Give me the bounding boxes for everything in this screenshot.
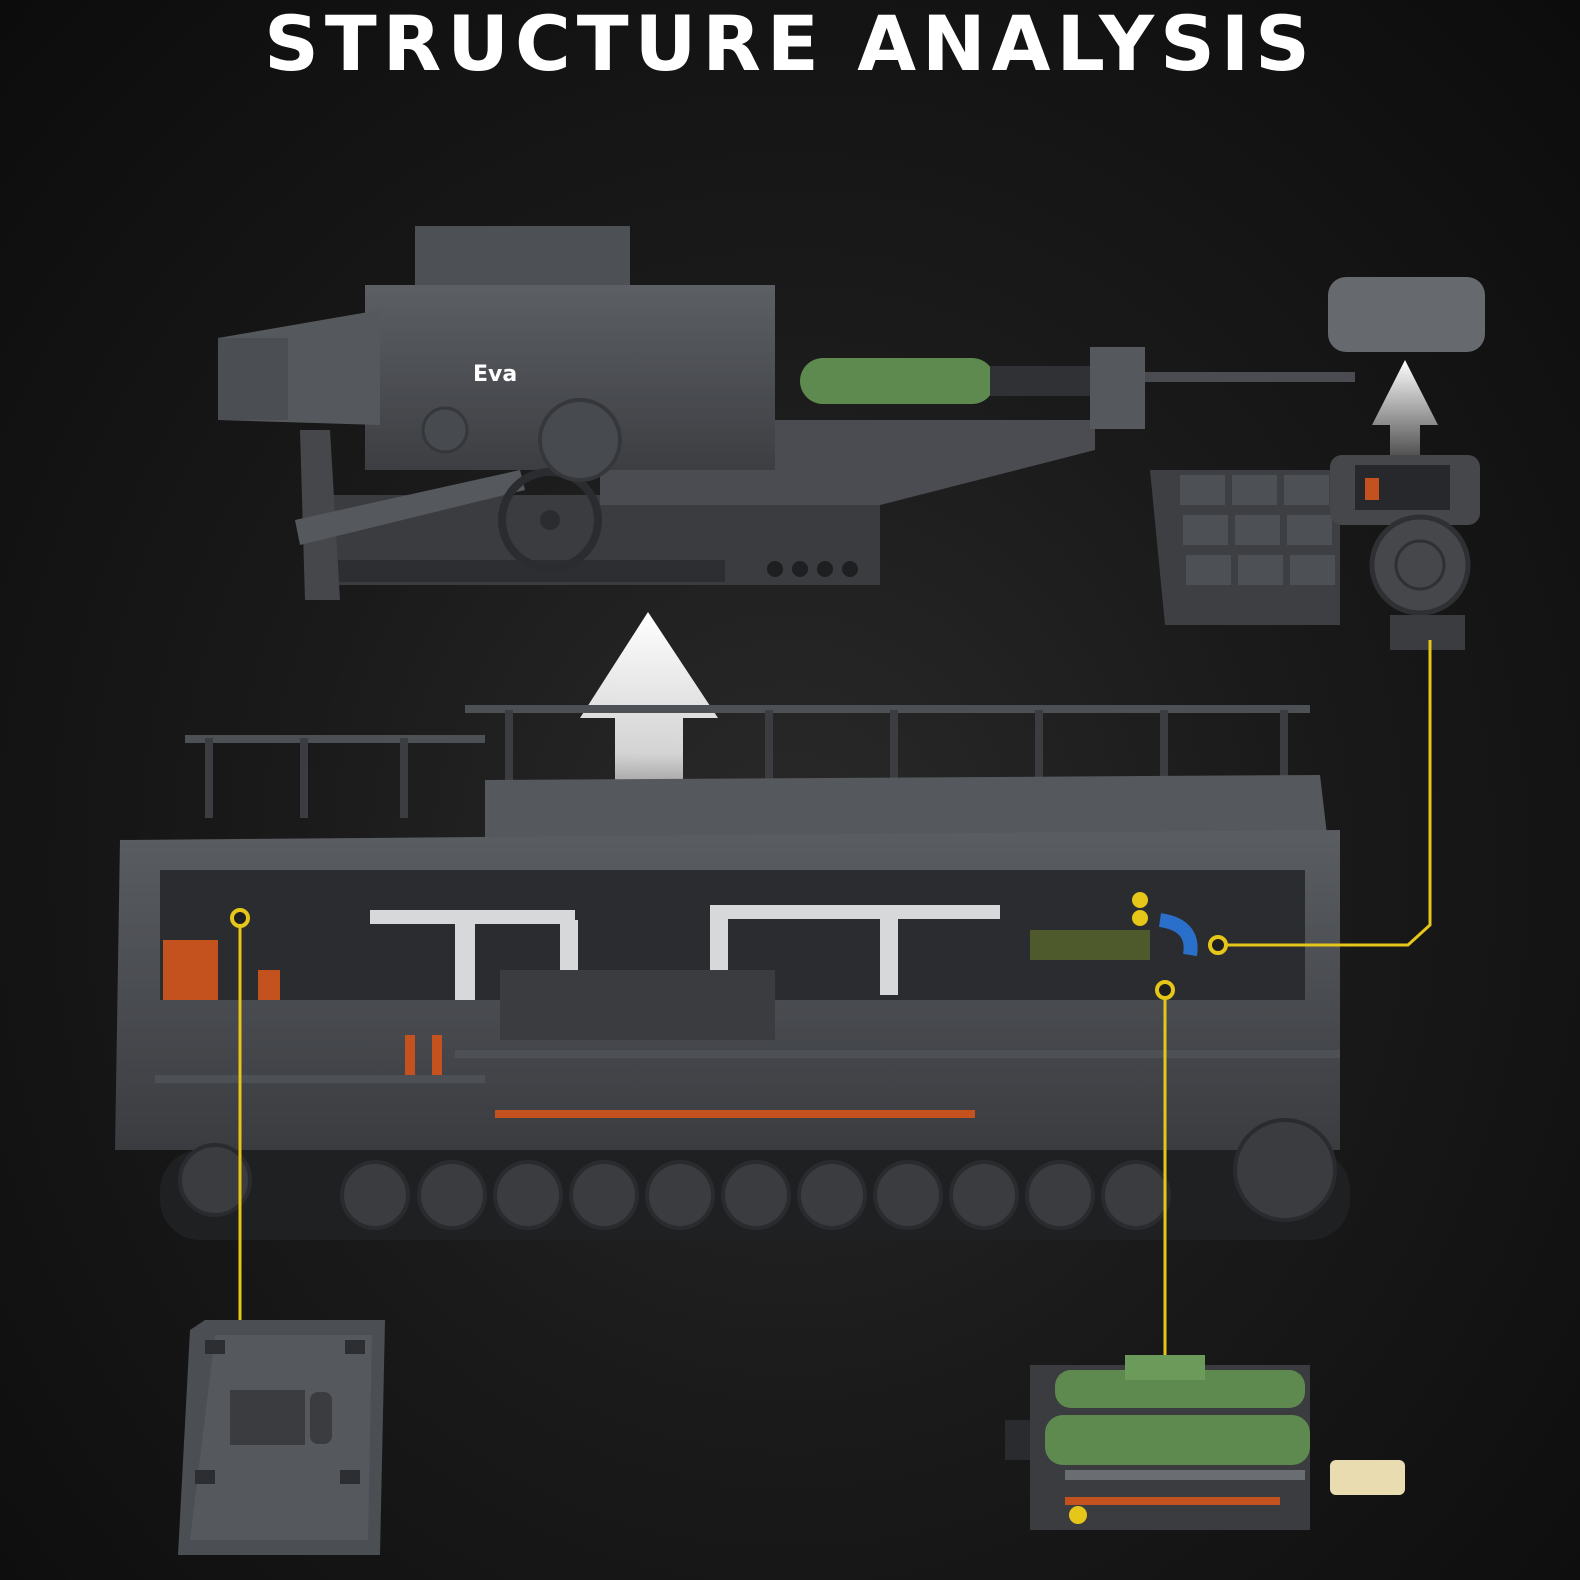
page-title: STRUCTURE ANALYSIS <box>264 0 1316 88</box>
gun-rammer <box>990 366 1100 396</box>
panel-hatch-round <box>1369 514 1471 616</box>
road-wheels <box>178 1118 1337 1230</box>
engine-tank-top <box>1055 1370 1305 1408</box>
panel-orange-part <box>1365 478 1379 500</box>
engine-pipe <box>1065 1470 1305 1480</box>
hull-orange-strip <box>495 1110 975 1118</box>
vehicle-hull <box>115 705 1350 1240</box>
engine-yellow-part <box>1069 1506 1087 1524</box>
mortar-gun-module: Eva <box>218 226 1355 600</box>
panel-tiles <box>1180 475 1335 585</box>
gun-rammer-rod <box>1145 372 1355 382</box>
hull-orange-pipe <box>432 1035 442 1075</box>
hatch-plate-clips <box>195 1340 365 1484</box>
up-arrow-icon <box>1372 360 1438 470</box>
up-arrow-icon <box>580 612 718 870</box>
engine-nozzle <box>1330 1460 1405 1495</box>
gun-strut-arm <box>295 470 525 545</box>
gun-label: Eva <box>473 362 517 387</box>
gun-base-holes <box>767 561 858 577</box>
gun-gear-small <box>421 406 469 454</box>
hull-orange-part-left <box>163 940 218 1000</box>
callout-lines <box>238 640 1432 1355</box>
engine-tank-mid <box>1045 1415 1310 1465</box>
hull-blue-pipe <box>1158 913 1198 957</box>
rail-posts <box>205 710 1288 818</box>
hatch-plate-handle <box>310 1392 332 1444</box>
gun-rammer-block <box>1090 347 1145 429</box>
hull-side-rail-left <box>155 1075 485 1083</box>
engine-side-part <box>1005 1420 1030 1460</box>
hull-side-rail-right <box>455 1050 1340 1058</box>
callout-dot-icon <box>1208 935 1228 955</box>
rail-left <box>185 735 485 743</box>
hull-yellow-part <box>1132 892 1148 908</box>
hull-interior <box>160 870 1305 1000</box>
callout-line-right <box>1218 640 1432 947</box>
gun-shell <box>800 358 995 404</box>
hull-orange-pipe <box>405 1035 415 1075</box>
gun-handwheel-hub <box>540 510 560 530</box>
hull-orange-part-small <box>258 970 280 1000</box>
hull-yellow-part <box>1132 910 1148 926</box>
engine-module <box>1005 1355 1405 1530</box>
hull-engine-block <box>500 970 775 1040</box>
panel-cover-tile <box>1328 277 1485 352</box>
hull-olive-part <box>1030 930 1150 960</box>
gun-base-rack <box>325 560 725 582</box>
callout-dot-icon <box>1155 980 1175 1000</box>
panel-hatch-round-inner <box>1394 539 1446 591</box>
callout-dot-icon <box>230 908 250 928</box>
panel-bottom-block <box>1390 615 1465 650</box>
gun-gear <box>538 398 622 482</box>
engine-tank-cap <box>1125 1355 1205 1380</box>
engine-orange-pipe <box>1065 1497 1280 1505</box>
gun-muzzle <box>218 338 288 420</box>
hatch-plate-module <box>178 1320 385 1555</box>
rail-right <box>465 705 1310 713</box>
hatch-plate-handle-block <box>230 1390 305 1445</box>
gun-handwheel <box>498 468 602 572</box>
control-panel-module <box>1150 277 1485 650</box>
panel-base <box>1150 470 1340 625</box>
